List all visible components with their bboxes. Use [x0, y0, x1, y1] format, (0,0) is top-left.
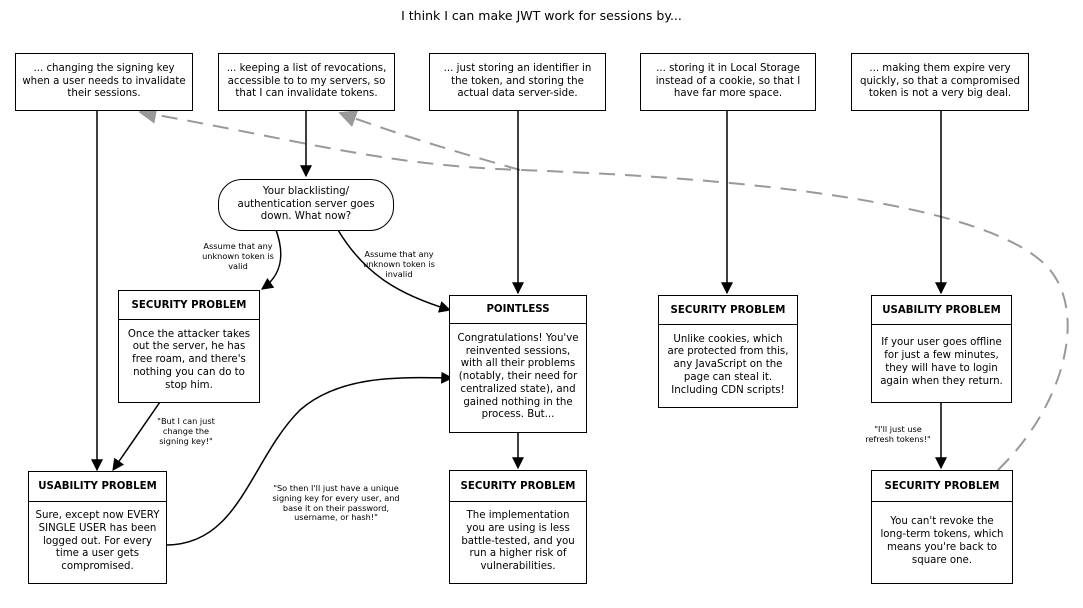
card-heading: SECURITY PROBLEM	[872, 471, 1012, 502]
option-identifier: ... just storing an identifier in the to…	[429, 53, 606, 111]
arrow-security-to-usability	[112, 401, 161, 471]
card-text: Congratulations! You've reinvented sessi…	[457, 332, 579, 421]
card-text: Sure, except now EVERY SINGLE USER has b…	[35, 510, 160, 573]
card-text: Once the attacker takes out the server, …	[127, 328, 251, 391]
security-problem-server: SECURITY PROBLEM Once the attacker takes…	[118, 290, 260, 403]
card-text: If your user goes offline for just a few…	[880, 337, 1003, 387]
usability-problem-logout: USABILITY PROBLEM Sure, except now EVERY…	[28, 471, 167, 584]
option-text: ... storing it in Local Storage instead …	[655, 63, 801, 100]
option-text: ... keeping a list of revocations, acces…	[226, 63, 387, 100]
arrow-outage-to-pointless	[337, 229, 452, 313]
option-local-storage: ... storing it in Local Storage instead …	[640, 53, 816, 111]
security-problem-refresh: SECURITY PROBLEM You can't revoke the lo…	[871, 470, 1013, 584]
option-text: ... just storing an identifier in the to…	[443, 63, 592, 100]
label-unique-key: "So then I'll just have a unique signing…	[272, 483, 400, 523]
loop-back-arrow	[138, 105, 1069, 471]
card-heading: SECURITY PROBLEM	[119, 291, 259, 320]
option-revocations: ... keeping a list of revocations, acces…	[218, 53, 395, 111]
diagram-title: I think I can make JWT work for sessions…	[401, 8, 682, 23]
card-heading: USABILITY PROBLEM	[29, 472, 166, 502]
card-text: Unlike cookies, which are protected from…	[667, 333, 789, 396]
pointless-outcome: POINTLESS Congratulations! You've reinve…	[449, 295, 587, 433]
arrow-usability-to-pointless	[165, 371, 454, 546]
card-heading: SECURITY PROBLEM	[659, 296, 797, 325]
loop-back-arrow-2	[338, 110, 521, 171]
option-expiry: ... making them expire very quickly, so …	[851, 53, 1029, 111]
label-assume-valid: Assume that any unknown token is valid	[202, 241, 274, 271]
label-assume-invalid: Assume that any unknown token is invalid	[363, 249, 435, 279]
card-heading: SECURITY PROBLEM	[450, 471, 586, 502]
security-problem-implementation: SECURITY PROBLEM The implementation you …	[449, 470, 587, 584]
usability-problem-expiry: USABILITY PROBLEM If your user goes offl…	[871, 295, 1012, 403]
option-text: ... making them expire very quickly, so …	[860, 63, 1020, 100]
label-change-key: "But I can just change the signing key!"	[157, 416, 215, 446]
card-heading: POINTLESS	[450, 296, 586, 324]
card-heading: USABILITY PROBLEM	[872, 296, 1011, 325]
security-problem-storage: SECURITY PROBLEM Unlike cookies, which a…	[658, 295, 798, 408]
card-text: The implementation you are using is less…	[461, 510, 575, 573]
outage-text: Your blacklisting/ authentication server…	[237, 186, 375, 223]
option-signing-key: ... changing the signing key when a user…	[15, 53, 193, 111]
option-text: ... changing the signing key when a user…	[22, 63, 186, 100]
outage-decision: Your blacklisting/ authentication server…	[218, 179, 394, 231]
label-refresh-tokens: "I'll just use refresh tokens!"	[865, 424, 931, 444]
arrow-outage-to-security	[261, 229, 282, 290]
card-text: You can't revoke the long-term tokens, w…	[880, 516, 1004, 566]
